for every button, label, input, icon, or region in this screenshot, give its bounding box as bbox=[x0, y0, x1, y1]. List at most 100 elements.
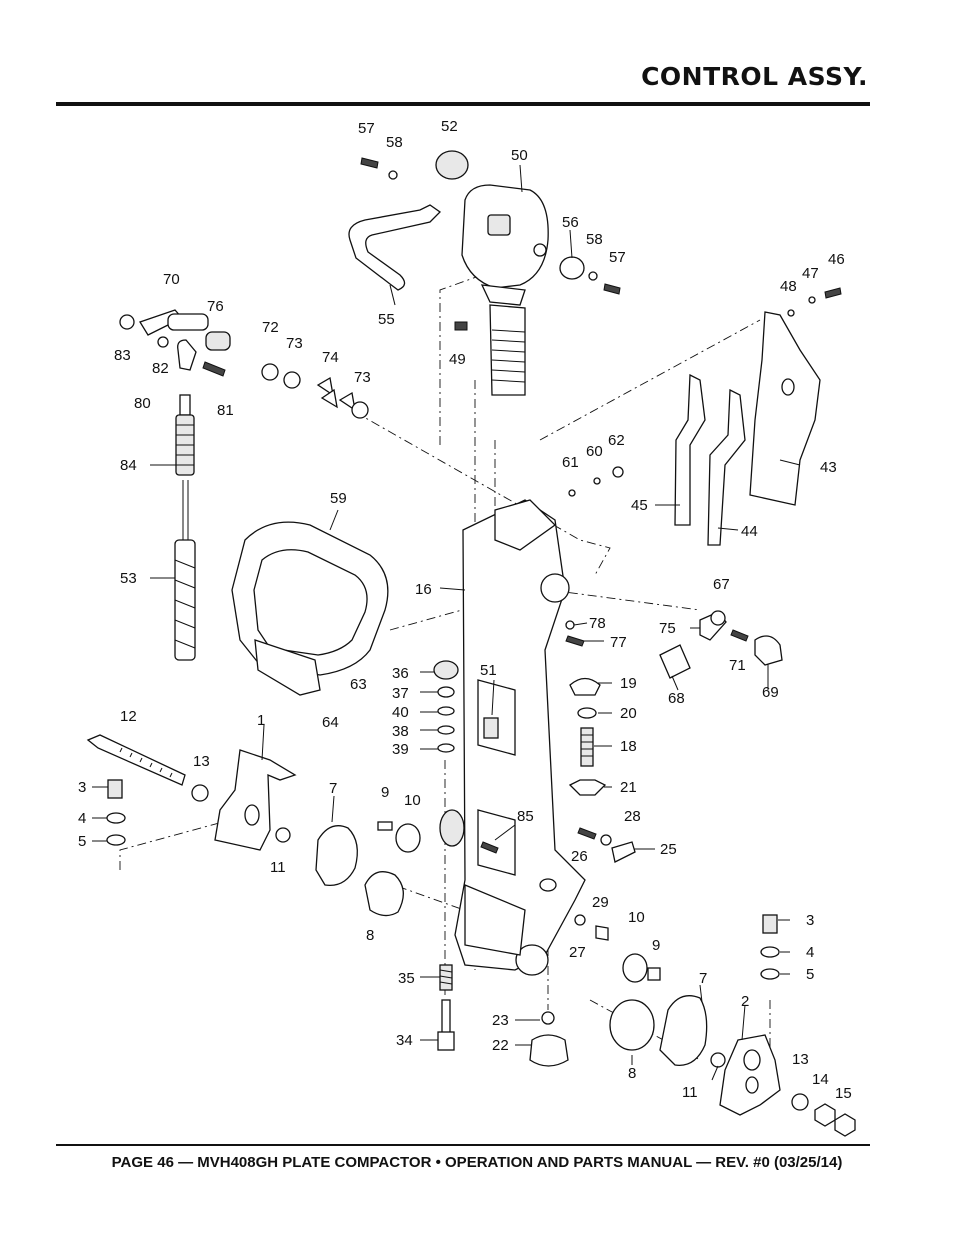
callout-74: 74 bbox=[322, 349, 339, 366]
callout-47: 47 bbox=[802, 265, 819, 282]
callout-52: 52 bbox=[441, 118, 458, 135]
callout-19: 19 bbox=[620, 675, 637, 692]
callout-46: 46 bbox=[828, 251, 845, 268]
callout-57: 57 bbox=[358, 120, 375, 137]
callout-7: 7 bbox=[329, 780, 337, 797]
callout-64: 64 bbox=[322, 714, 339, 731]
guard-handle bbox=[231, 521, 389, 696]
callout-85: 85 bbox=[517, 808, 534, 825]
header-rule bbox=[56, 102, 870, 106]
callout-18: 18 bbox=[620, 738, 637, 755]
callout-73: 73 bbox=[286, 335, 303, 352]
callout-14: 14 bbox=[812, 1071, 829, 1088]
callout-83: 83 bbox=[114, 347, 131, 364]
callout-35: 35 bbox=[398, 970, 415, 987]
callout-58: 58 bbox=[386, 134, 403, 151]
callout-4: 4 bbox=[806, 944, 814, 961]
callout-49: 49 bbox=[449, 351, 466, 368]
callout-7: 7 bbox=[699, 970, 707, 987]
callout-75: 75 bbox=[659, 620, 676, 637]
center-parts bbox=[433, 660, 499, 1051]
callout-22: 22 bbox=[492, 1037, 509, 1054]
callout-36: 36 bbox=[392, 665, 409, 682]
callout-55: 55 bbox=[378, 311, 395, 328]
callout-3: 3 bbox=[78, 779, 86, 796]
callout-73: 73 bbox=[354, 369, 371, 386]
callout-56: 56 bbox=[562, 214, 579, 231]
callout-23: 23 bbox=[492, 1012, 509, 1029]
callout-43: 43 bbox=[820, 459, 837, 476]
callout-8: 8 bbox=[366, 927, 374, 944]
callout-10: 10 bbox=[404, 792, 421, 809]
callout-2: 2 bbox=[741, 993, 749, 1010]
callout-57: 57 bbox=[609, 249, 626, 266]
callout-50: 50 bbox=[511, 147, 528, 164]
callout-40: 40 bbox=[392, 704, 409, 721]
callout-4: 4 bbox=[78, 810, 86, 827]
main-frame bbox=[454, 499, 586, 976]
callout-20: 20 bbox=[620, 705, 637, 722]
cover-plates bbox=[568, 287, 842, 546]
callout-25: 25 bbox=[660, 841, 677, 858]
lever-linkage bbox=[119, 309, 369, 419]
callout-5: 5 bbox=[806, 966, 814, 983]
callout-71: 71 bbox=[729, 657, 746, 674]
throttle-parts bbox=[565, 610, 783, 679]
right-mount bbox=[539, 878, 856, 1137]
callout-16: 16 bbox=[415, 581, 432, 598]
callout-39: 39 bbox=[392, 741, 409, 758]
callout-1: 1 bbox=[257, 712, 265, 729]
callout-10: 10 bbox=[628, 909, 645, 926]
callout-9: 9 bbox=[381, 784, 389, 801]
footer-rule bbox=[56, 1144, 870, 1146]
callout-38: 38 bbox=[392, 723, 409, 740]
callout-53: 53 bbox=[120, 570, 137, 587]
callout-11: 11 bbox=[682, 1084, 698, 1101]
callout-62: 62 bbox=[608, 432, 625, 449]
callout-21: 21 bbox=[620, 779, 637, 796]
callout-34: 34 bbox=[396, 1032, 413, 1049]
callout-80: 80 bbox=[134, 395, 151, 412]
callout-78: 78 bbox=[589, 615, 606, 632]
callout-60: 60 bbox=[586, 443, 603, 460]
page-title: CONTROL ASSY. bbox=[641, 62, 868, 91]
callout-68: 68 bbox=[668, 690, 685, 707]
callout-29: 29 bbox=[592, 894, 609, 911]
callout-13: 13 bbox=[193, 753, 210, 770]
callout-76: 76 bbox=[207, 298, 224, 315]
callout-69: 69 bbox=[762, 684, 779, 701]
callout-8: 8 bbox=[628, 1065, 636, 1082]
callout-72: 72 bbox=[262, 319, 279, 336]
callout-67: 67 bbox=[713, 576, 730, 593]
callout-15: 15 bbox=[835, 1085, 852, 1102]
callout-5: 5 bbox=[78, 833, 86, 850]
callout-58: 58 bbox=[586, 231, 603, 248]
callout-44: 44 bbox=[741, 523, 758, 540]
callout-59: 59 bbox=[330, 490, 347, 507]
callout-37: 37 bbox=[392, 685, 409, 702]
callout-labels: 57 58 52 50 56 58 57 46 47 48 70 76 72 7… bbox=[78, 118, 852, 1102]
callout-84: 84 bbox=[120, 457, 137, 474]
callout-61: 61 bbox=[562, 454, 579, 471]
callout-12: 12 bbox=[120, 708, 137, 725]
callout-45: 45 bbox=[631, 497, 648, 514]
callout-70: 70 bbox=[163, 271, 180, 288]
leader-lines bbox=[92, 164, 801, 1081]
callout-27: 27 bbox=[569, 944, 586, 961]
control-head bbox=[348, 150, 621, 396]
callout-3: 3 bbox=[806, 912, 814, 929]
callout-48: 48 bbox=[780, 278, 797, 295]
page-footer: PAGE 46 — MVH408GH PLATE COMPACTOR • OPE… bbox=[111, 1154, 843, 1171]
callout-11: 11 bbox=[270, 859, 286, 876]
callout-28: 28 bbox=[624, 808, 641, 825]
adjuster-parts bbox=[529, 677, 636, 1067]
callout-63: 63 bbox=[350, 676, 367, 693]
callout-13: 13 bbox=[792, 1051, 809, 1068]
callout-9: 9 bbox=[652, 937, 660, 954]
left-mount bbox=[86, 734, 421, 917]
callout-77: 77 bbox=[610, 634, 627, 651]
callout-82: 82 bbox=[152, 360, 169, 377]
callout-51: 51 bbox=[480, 662, 497, 679]
control-rod bbox=[174, 394, 196, 661]
